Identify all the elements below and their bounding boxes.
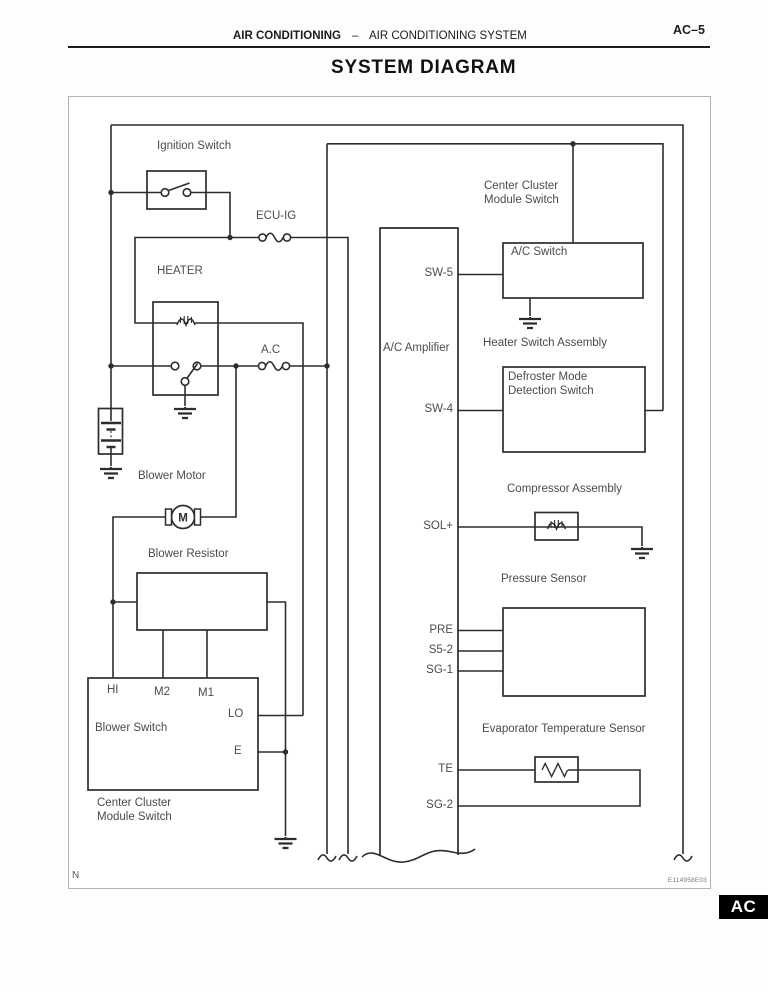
figure-code: E114958E03	[667, 876, 707, 884]
heater-relay-label: HEATER	[157, 265, 203, 277]
ac-switch-box	[458, 143, 644, 330]
section-tab-ac: AC	[719, 895, 768, 919]
evaporator-sensor-label: Evaporator Temperature Sensor	[482, 723, 646, 735]
heater-relay-symbol	[111, 301, 304, 716]
battery-symbol	[97, 407, 124, 480]
ac-amplifier-box	[361, 227, 476, 863]
blower-switch-label: Blower Switch	[95, 722, 168, 734]
ac-switch-label: A/C Switch	[511, 246, 568, 258]
ignition-switch-symbol	[111, 170, 231, 238]
blower-resistor-label: Blower Resistor	[148, 548, 229, 560]
terminal-e: E	[234, 745, 242, 757]
label-line: Detection Switch	[508, 384, 594, 397]
defroster-switch-label: Defroster Mode Detection Switch	[508, 371, 594, 398]
pressure-sensor-box	[458, 607, 646, 697]
compressor-solenoid-symbol	[458, 511, 655, 560]
terminal-sol: SOL+	[423, 519, 453, 532]
terminal-sw4: SW-4	[424, 403, 453, 415]
page-number: AC–5	[673, 23, 705, 37]
ac-fuse-label: A.C	[261, 344, 281, 356]
terminal-sg1: SG-1	[426, 664, 453, 676]
terminal-s52: S5-2	[428, 644, 453, 656]
center-cluster-module-switch-label-right: Center Cluster Module Switch	[484, 180, 559, 207]
junction-dot	[108, 141, 576, 755]
blower-motor-label: Blower Motor	[138, 470, 206, 482]
terminal-sg2: SG-2	[426, 798, 453, 811]
terminal-te: TE	[438, 762, 453, 775]
compressor-assembly-label: Compressor Assembly	[507, 483, 623, 495]
blower-switch-box	[87, 677, 303, 791]
terminal-m2: M2	[154, 686, 170, 698]
ignition-switch-label: Ignition Switch	[157, 140, 232, 152]
header-section: AIR CONDITIONING	[233, 30, 341, 42]
label-line: Center Cluster	[97, 797, 172, 809]
blower-resistor-box	[113, 572, 298, 850]
footnote-n: N	[72, 870, 80, 881]
terminal-hi: HI	[107, 684, 119, 696]
terminal-pre: PRE	[429, 623, 453, 636]
label-line: Defroster Mode	[508, 371, 588, 383]
label-line: Center Cluster	[484, 180, 559, 192]
page-title: SYSTEM DIAGRAM	[331, 57, 517, 78]
center-cluster-module-switch-label-left: Center Cluster Module Switch	[97, 797, 172, 824]
ecu-ig-fuse-symbol	[134, 232, 349, 854]
heater-switch-assembly-label: Heater Switch Assembly	[483, 337, 607, 349]
ecu-ig-fuse-label: ECU-IG	[256, 210, 297, 222]
terminal-sw5: SW-5	[424, 267, 453, 279]
defroster-switch-box	[458, 366, 663, 453]
break-symbol	[317, 854, 693, 862]
terminal-lo: LO	[228, 708, 244, 720]
label-line: Module Switch	[484, 193, 559, 206]
ac-fuse-symbol	[257, 360, 327, 372]
header-subsection: AIR CONDITIONING SYSTEM	[369, 30, 527, 42]
header-separator: –	[352, 30, 359, 42]
pressure-sensor-label: Pressure Sensor	[501, 573, 587, 585]
header-rule	[68, 45, 710, 48]
blower-motor-symbol	[112, 366, 237, 678]
motor-m-label: M	[178, 513, 188, 525]
evaporator-sensor-symbol	[458, 756, 641, 807]
ac-amplifier-label: A/C Amplifier	[383, 342, 450, 354]
terminal-m1: M1	[198, 687, 214, 699]
wire	[110, 124, 684, 854]
label-line: Module Switch	[97, 810, 172, 823]
